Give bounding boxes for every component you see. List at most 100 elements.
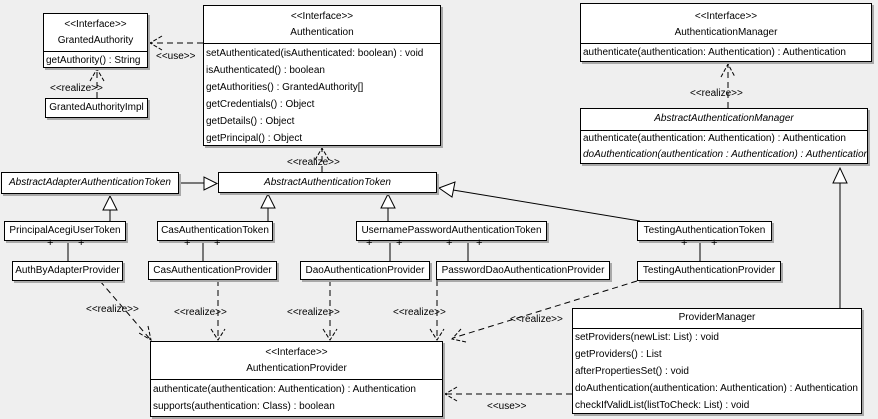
class-abstract-authentication-manager: AbstractAuthenticationManager authentica… xyxy=(580,108,868,164)
use-label: <<use>> xyxy=(156,51,196,62)
method: supports(authentication: Class) : boolea… xyxy=(153,401,335,412)
class-name: TestingAuthenticationToken xyxy=(643,225,766,236)
method: getDetails() : Object xyxy=(206,116,295,127)
assoc-end-plus: + xyxy=(47,237,54,249)
stereotype-label: <<Interface>> xyxy=(64,19,127,30)
method: authenticate(authentication: Authenticat… xyxy=(583,133,846,144)
class-password-dao-authentication-provider: PasswordDaoAuthenticationProvider xyxy=(436,261,610,280)
triangle-up-icon xyxy=(832,166,848,184)
class-name: AbstractAuthenticationToken xyxy=(264,177,391,188)
class-auth-by-adapter-provider: AuthByAdapterProvider xyxy=(12,261,123,281)
class-name: CasAuthenticationToken xyxy=(161,225,269,236)
arrow-up-icon xyxy=(314,147,330,161)
method: getProviders() : List xyxy=(575,349,662,360)
method: setProviders(newList: List) : void xyxy=(575,332,719,343)
class-name: ProviderManager xyxy=(678,312,756,323)
class-name: Authentication xyxy=(290,27,354,38)
method: checkIfValidList(listToCheck: List) : vo… xyxy=(575,400,750,411)
arrow-down-icon xyxy=(429,328,445,341)
stereotype-label: <<Interface>> xyxy=(265,347,328,358)
class-name: AbstractAuthenticationManager xyxy=(654,113,794,124)
arrow-down-icon xyxy=(210,328,226,341)
class-testing-authentication-provider: TestingAuthenticationProvider xyxy=(637,261,781,281)
realize-label: <<realize>> xyxy=(287,307,340,318)
class-principal-acegi-user-token: PrincipalAcegiUserToken xyxy=(4,221,126,241)
realize-label: <<realize>> xyxy=(690,88,743,99)
method: getAuthority() : String xyxy=(46,55,141,66)
class-name: GrantedAuthorityImpl xyxy=(49,102,144,113)
class-name: AuthenticationProvider xyxy=(246,363,347,374)
triangle-up-icon xyxy=(102,194,118,211)
class-header: <<Interface>> AuthenticationManager xyxy=(581,4,871,43)
compartment-divider xyxy=(581,43,871,44)
realize-testingprovider-provider xyxy=(452,280,638,339)
triangle-up-icon xyxy=(380,192,396,209)
class-granted-authority: <<Interface>> GrantedAuthority getAuthor… xyxy=(43,13,148,68)
assoc-end-plus: + xyxy=(476,237,483,249)
class-authentication: <<Interface>> Authentication setAuthenti… xyxy=(203,5,441,146)
assoc-end-plus: + xyxy=(396,237,403,249)
method-abstract: doAuthentication(authentication : Authen… xyxy=(583,149,867,160)
realize-label: <<realize>> xyxy=(86,304,139,315)
class-name: TestingAuthenticationProvider xyxy=(642,265,776,276)
compartment-divider xyxy=(151,379,442,380)
method: doAuthentication(authentication: Authent… xyxy=(575,383,858,394)
assoc-end-plus: + xyxy=(366,237,373,249)
method: getCredentials() : Object xyxy=(206,99,315,110)
class-header: <<Interface>> AuthenticationProvider xyxy=(151,342,442,379)
assoc-end-plus: + xyxy=(78,237,85,249)
class-name: GrantedAuthority xyxy=(57,35,134,46)
class-dao-authentication-provider: DaoAuthenticationProvider xyxy=(300,261,430,280)
arrow-up-icon xyxy=(720,62,736,78)
triangle-left-icon xyxy=(437,181,456,198)
method: setAuthenticated(isAuthenticated: boolea… xyxy=(206,48,424,59)
realize-authbyadapter-provider xyxy=(99,280,151,340)
class-header: <<Interface>> GrantedAuthority xyxy=(44,14,147,51)
compartment-divider xyxy=(204,43,440,44)
arrow-down-icon xyxy=(322,328,338,341)
method: getPrincipal() : Object xyxy=(206,133,303,144)
assoc-end-plus: + xyxy=(681,237,688,249)
arrow-up-icon xyxy=(89,68,105,82)
class-name: AbstractAdapterAuthenticationToken xyxy=(9,177,171,188)
triangle-up-icon xyxy=(260,192,276,209)
compartment-divider xyxy=(581,130,867,131)
arrow-left-icon xyxy=(444,386,458,402)
method: getAuthorities() : GrantedAuthority[] xyxy=(206,82,364,93)
class-username-password-authentication-token: UsernamePasswordAuthenticationToken xyxy=(356,221,547,241)
class-authentication-provider: <<Interface>> AuthenticationProvider aut… xyxy=(150,341,443,417)
class-cas-authentication-provider: CasAuthenticationProvider xyxy=(148,261,277,280)
open-arrowheads xyxy=(89,35,736,402)
gen-testingtoken-abstracttoken xyxy=(452,189,641,222)
stereotype-label: <<Interface>> xyxy=(290,11,354,22)
method: authenticate(authentication: Authenticat… xyxy=(583,47,846,58)
arrow-left-icon xyxy=(149,35,163,51)
use-label: <<use>> xyxy=(487,401,527,412)
realize-label: <<realize>> xyxy=(393,307,446,318)
class-name: AuthByAdapterProvider xyxy=(15,265,120,276)
realize-label: <<realize>> xyxy=(510,314,563,325)
class-abstract-authentication-token: AbstractAuthenticationToken xyxy=(218,172,437,193)
class-provider-manager: ProviderManager setProviders(newList: Li… xyxy=(572,308,862,414)
realize-label: <<realize>> xyxy=(287,157,340,168)
class-name: PrincipalAcegiUserToken xyxy=(9,225,121,236)
class-name: DaoAuthenticationProvider xyxy=(305,265,425,276)
realize-label: <<realize>> xyxy=(50,83,103,94)
method: authenticate(authentication: Authenticat… xyxy=(153,384,416,395)
realize-label: <<realize>> xyxy=(174,307,227,318)
generalization-triangles xyxy=(102,166,848,211)
assoc-end-plus: + xyxy=(446,237,453,249)
class-name: UsernamePasswordAuthenticationToken xyxy=(361,225,542,236)
method: afterPropertiesSet() : void xyxy=(575,366,689,377)
assoc-end-plus: + xyxy=(711,237,718,249)
compartment-divider xyxy=(44,51,147,52)
compartment-divider xyxy=(573,328,861,329)
class-authentication-manager: <<Interface>> AuthenticationManager auth… xyxy=(580,3,872,62)
stereotype-label: <<Interface>> xyxy=(694,11,758,22)
class-name: PasswordDaoAuthenticationProvider xyxy=(441,265,605,276)
class-cas-authentication-token: CasAuthenticationToken xyxy=(157,221,273,241)
arrow-left-icon xyxy=(451,328,467,343)
arrow-down-icon xyxy=(138,325,152,342)
